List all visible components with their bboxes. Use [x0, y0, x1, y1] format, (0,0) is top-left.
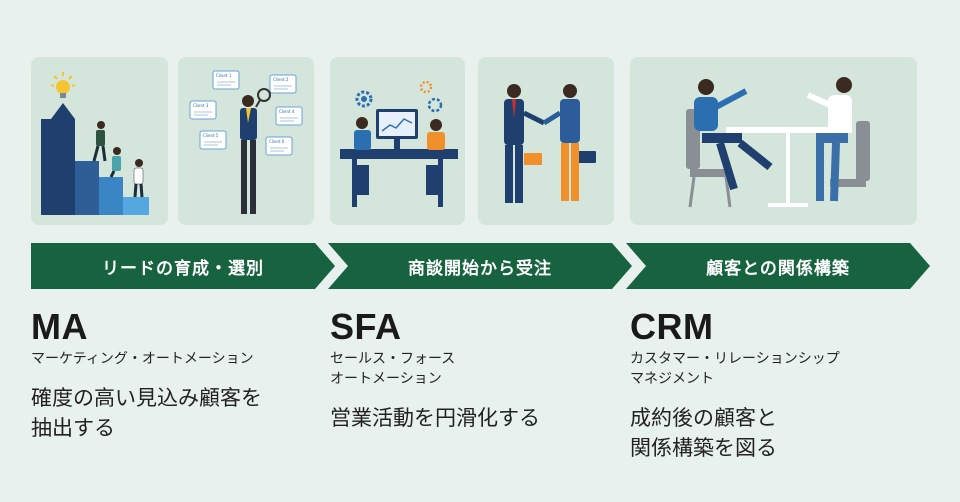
illustration-sales-meeting — [330, 57, 465, 225]
sfa-full-name: セールス・フォース オートメーション — [330, 351, 456, 387]
sfa-column: SFA セールス・フォース オートメーション 営業活動を円滑化する — [330, 307, 620, 433]
client-label: Client 4 — [279, 109, 295, 114]
sfa-description: 営業活動を円滑化する — [330, 406, 540, 430]
ma-full-name: マーケティング・オートメーション — [31, 351, 254, 367]
client-label: Client 6 — [269, 139, 285, 144]
stage-arrow-lead-nurturing: リードの育成・選別 — [31, 243, 335, 289]
stage-label: リードの育成・選別 — [102, 258, 264, 279]
crm-description: 成約後の顧客と 関係構築を図る — [630, 406, 777, 460]
magnifier-icon — [255, 88, 271, 108]
client-label: Client 1 — [216, 73, 232, 78]
stage-label: 商談開始から受注 — [408, 258, 552, 279]
client-label: Client 2 — [273, 77, 289, 82]
illustration-handshake — [478, 57, 614, 225]
stage-label: 顧客との関係構築 — [706, 258, 850, 279]
ma-description: 確度の高い見込み顧客を 抽出する — [31, 386, 262, 440]
illustration-customer-talk — [630, 57, 917, 225]
gear-icon — [355, 80, 443, 113]
ma-column: MA マーケティング・オートメーション 確度の高い見込み顧客を 抽出する — [31, 307, 321, 443]
illustration-growth-stairs — [31, 57, 168, 225]
ma-title: MA — [31, 306, 88, 347]
briefcase-icon — [524, 151, 596, 165]
crm-title: CRM — [630, 306, 714, 347]
client-label: Client 5 — [203, 133, 219, 138]
stage-arrow-deal-to-order: 商談開始から受注 — [328, 243, 632, 289]
crm-column: CRM カスタマー・リレーションシップ マネジメント 成約後の顧客と 関係構築を… — [630, 307, 930, 463]
illustration-client-analysis: Client 1 Client 2 Client 3 Client 4 Clie… — [178, 57, 314, 225]
lightbulb-icon — [50, 72, 76, 98]
client-label: Client 3 — [193, 103, 209, 108]
crm-full-name: カスタマー・リレーションシップ マネジメント — [630, 351, 840, 387]
stage-arrow-customer-relationship: 顧客との関係構築 — [626, 243, 930, 289]
sfa-title: SFA — [330, 306, 402, 347]
